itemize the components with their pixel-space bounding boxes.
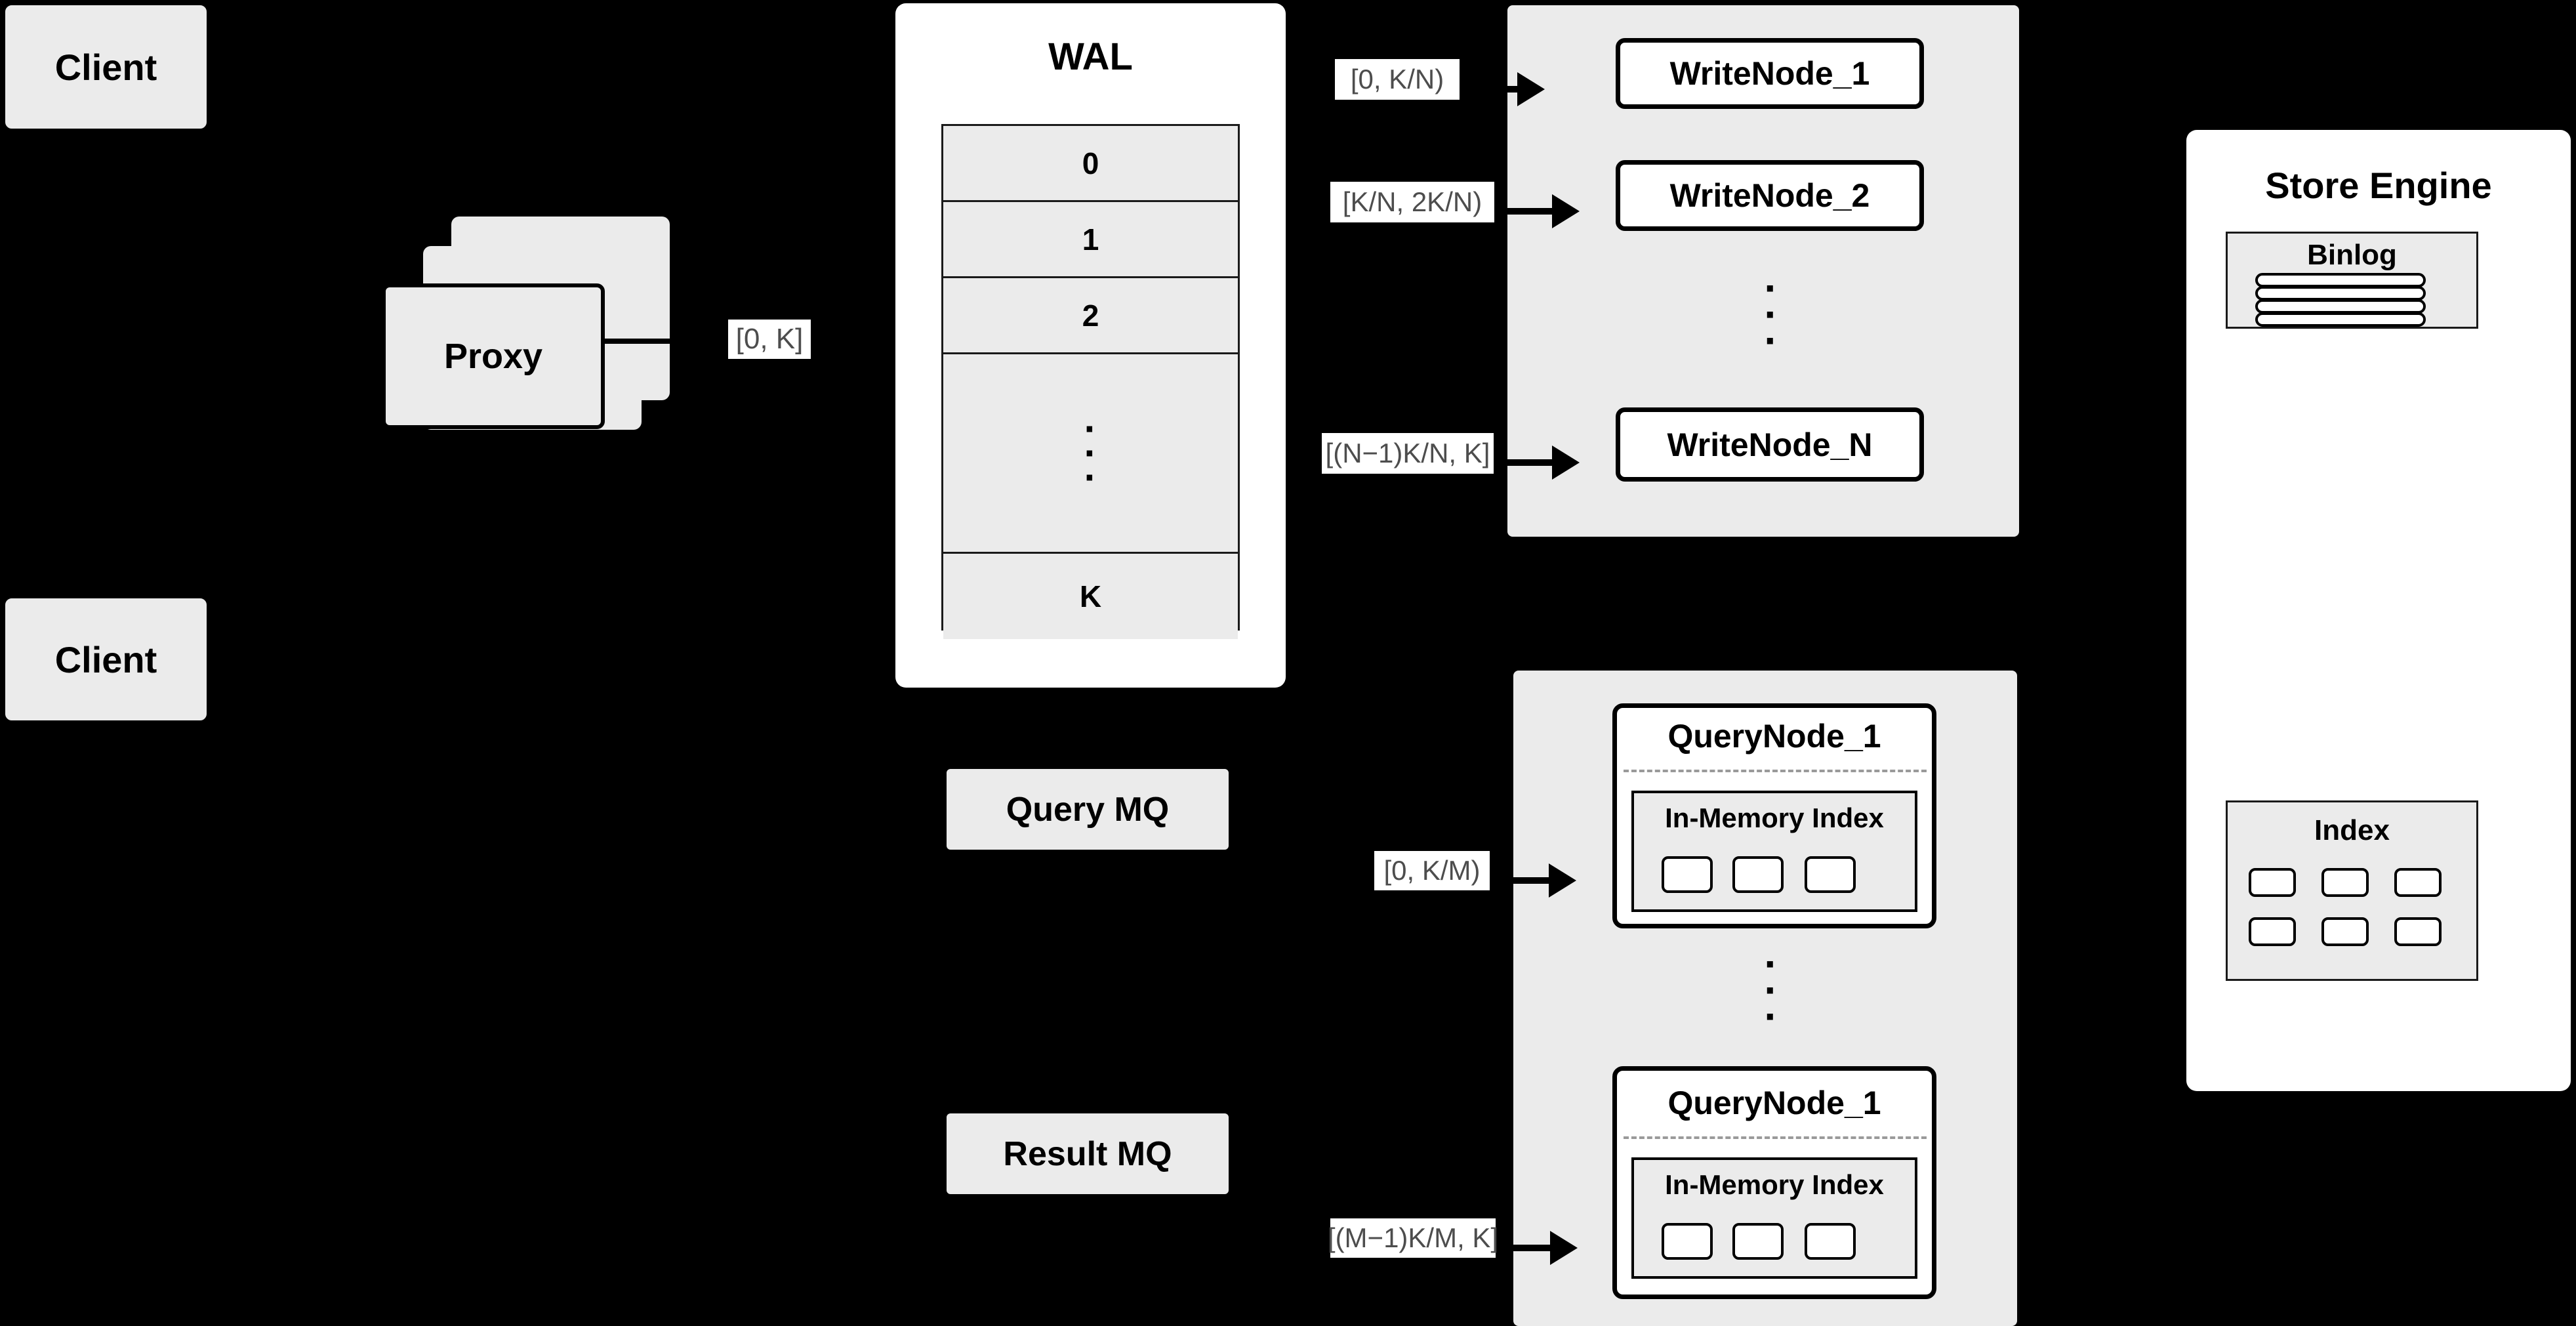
index-cell-4[interactable]: [2249, 917, 2296, 946]
wal-title: WAL: [1048, 35, 1133, 78]
write-node-2[interactable]: WriteNode_2: [1616, 160, 1924, 231]
index-cell-3[interactable]: [2394, 868, 2442, 897]
query-node-1-imi-title: In-Memory Index: [1665, 802, 1884, 833]
query-node-2-imi-cell-2[interactable]: [1732, 1223, 1784, 1260]
client-box-2[interactable]: Client: [5, 598, 207, 720]
query-node-1-arrow: [1498, 863, 1576, 898]
query-node-2-imi-cell-3[interactable]: [1805, 1223, 1856, 1260]
query-mq-box[interactable]: Query MQ: [947, 769, 1229, 850]
write-node-1-range-label: [0, K/N): [1335, 59, 1460, 100]
wal-row-1[interactable]: 1: [943, 202, 1238, 278]
proxy-label: Proxy: [443, 337, 543, 376]
query-node-2-title: QueryNode_1: [1667, 1085, 1881, 1121]
proxy-range-label: [0, K]: [728, 320, 811, 359]
wal-row-2[interactable]: 2: [943, 278, 1238, 354]
index-title: Index: [2314, 814, 2390, 846]
store-engine-title: Store Engine: [2265, 165, 2492, 206]
index-cell-5[interactable]: [2321, 917, 2369, 946]
query-node-1-imi-cell-2[interactable]: [1732, 856, 1784, 893]
write-node-n-arrow: [1501, 445, 1580, 480]
query-node-2-imi-title: In-Memory Index: [1665, 1169, 1884, 1200]
wal-panel: WAL 0 1 2 ··· K: [895, 3, 1286, 688]
write-node-2-range-label: [K/N, 2K/N): [1330, 182, 1494, 222]
binlog-bar-2[interactable]: [2255, 286, 2426, 300]
binlog-box: Binlog: [2226, 232, 2478, 329]
proxy-to-wal-connector: [605, 339, 670, 344]
result-mq-box[interactable]: Result MQ: [947, 1113, 1229, 1194]
wal-vertical-dots-icon: ···: [1084, 406, 1097, 500]
query-node-1-imi-cell-1[interactable]: [1662, 856, 1713, 893]
write-node-2-arrow: [1501, 194, 1580, 228]
binlog-bar-4[interactable]: [2255, 312, 2426, 327]
client-label-2: Client: [54, 638, 157, 680]
write-node-1[interactable]: WriteNode_1: [1616, 38, 1924, 109]
query-node-2[interactable]: QueryNode_1 In-Memory Index: [1612, 1066, 1936, 1299]
proxy-card-front[interactable]: Proxy: [382, 283, 605, 429]
query-node-2-separator: [1624, 1136, 1927, 1139]
wal-row-ellipsis: ···: [943, 354, 1238, 554]
query-node-2-imi-cell-1[interactable]: [1662, 1223, 1713, 1260]
query-node-1-range-label: [0, K/M): [1374, 851, 1490, 890]
binlog-bar-1[interactable]: [2255, 273, 2426, 287]
index-box: Index: [2226, 800, 2478, 981]
wal-table: 0 1 2 ··· K: [941, 124, 1240, 639]
client-box-1[interactable]: Client: [5, 5, 207, 129]
query-node-2-in-memory-index: In-Memory Index: [1631, 1157, 1917, 1279]
query-node-1-title: QueryNode_1: [1667, 718, 1881, 755]
wal-row-k[interactable]: K: [943, 554, 1238, 639]
query-node-1[interactable]: QueryNode_1 In-Memory Index: [1612, 703, 1936, 928]
index-cell-1[interactable]: [2249, 868, 2296, 897]
query-node-2-range-label: [(M−1)K/M, K]: [1328, 1218, 1498, 1258]
query-node-1-in-memory-index: In-Memory Index: [1631, 791, 1917, 912]
index-cell-6[interactable]: [2394, 917, 2442, 946]
client-label-1: Client: [54, 46, 157, 88]
query-node-1-imi-cell-3[interactable]: [1805, 856, 1856, 893]
query-node-vertical-dots-icon: ···: [1764, 940, 1778, 1040]
binlog-title: Binlog: [2307, 239, 2397, 271]
wal-row-0[interactable]: 0: [943, 126, 1238, 202]
write-node-n[interactable]: WriteNode_N: [1616, 407, 1924, 482]
query-node-1-separator: [1624, 770, 1927, 772]
write-node-1-arrow: [1466, 72, 1545, 106]
query-node-2-arrow: [1499, 1231, 1578, 1265]
store-engine-panel: Store Engine Binlog Index: [2186, 130, 2571, 1091]
binlog-bar-3[interactable]: [2255, 299, 2426, 314]
index-cell-2[interactable]: [2321, 868, 2369, 897]
write-node-n-range-label: [(N−1)K/N, K]: [1322, 433, 1494, 474]
write-node-vertical-dots-icon: ···: [1764, 264, 1778, 364]
